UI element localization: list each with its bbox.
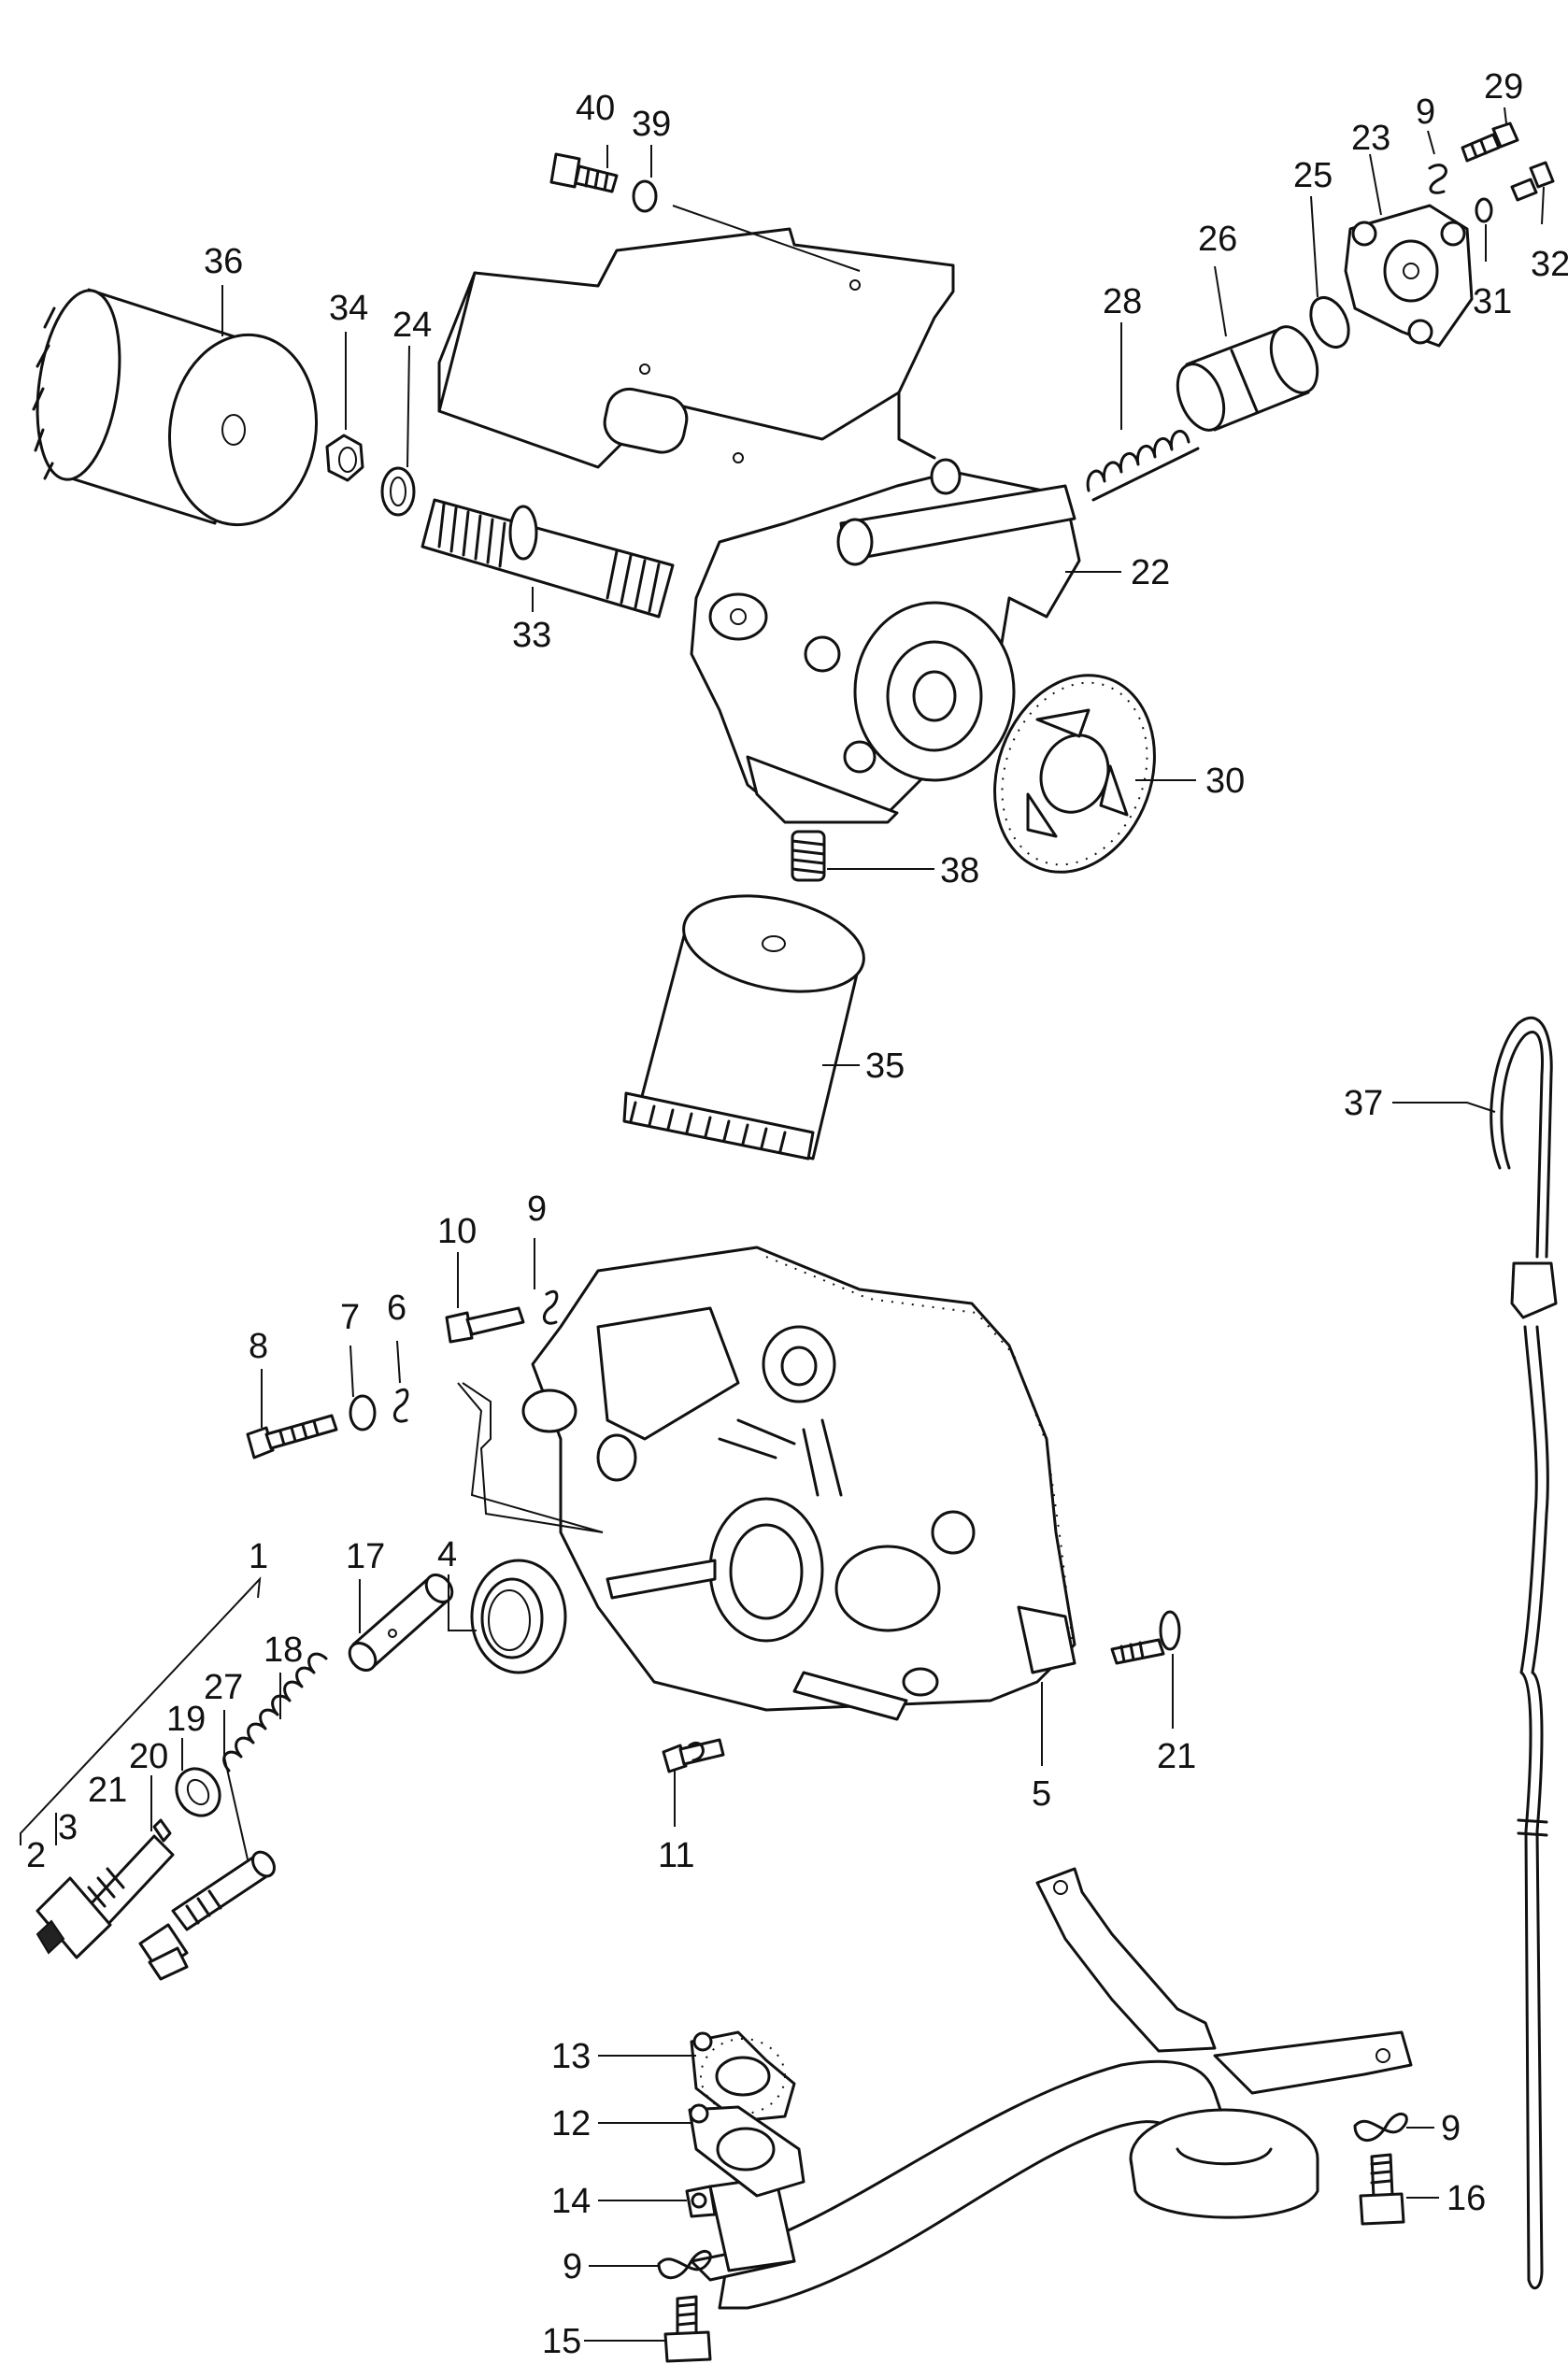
callout-5: 5: [1032, 1774, 1051, 1814]
callout-27: 27: [204, 1668, 243, 1707]
callout-9-mid: 9: [527, 1189, 547, 1229]
cover-23: [1344, 204, 1474, 348]
washer-7: [349, 1394, 377, 1431]
screw-21: [1110, 1610, 1181, 1665]
callout-38: 38: [940, 851, 979, 890]
lock-washer-9-lower-right: [1353, 2112, 1408, 2143]
oil-pickup-pipe: [690, 1867, 1413, 2310]
lock-washer-9-lower-left: [657, 2249, 712, 2280]
seal-ring-19: [175, 1767, 221, 1817]
seal-ring-25: [1309, 296, 1350, 349]
bolt-11: [662, 1738, 725, 1773]
callout-3: 3: [58, 1808, 78, 1847]
callout-7: 7: [340, 1298, 360, 1337]
callout-9-lower-left: 9: [563, 2247, 582, 2286]
callout-11: 11: [658, 1836, 694, 1875]
callout-40: 40: [576, 89, 615, 128]
callout-31: 31: [1473, 282, 1512, 321]
callout-25: 25: [1293, 156, 1333, 195]
cylinder-block: [437, 227, 955, 469]
callout-14: 14: [551, 2182, 591, 2221]
tube-flange-14: [685, 2185, 717, 2218]
bolt-32: [1510, 161, 1555, 202]
bolt-29: [1461, 121, 1519, 163]
callout-30: 30: [1205, 762, 1245, 801]
bolt-16: [1359, 2153, 1405, 2226]
callout-34: 34: [329, 289, 368, 328]
callout-22: 22: [1131, 553, 1170, 592]
dipstick-37: [1490, 1016, 1558, 2290]
callout-1: 1: [249, 1537, 268, 1576]
stud-38: [791, 830, 826, 882]
oil-seal-4: [470, 1559, 567, 1674]
callout-9-lower-right: 9: [1441, 2109, 1461, 2148]
callout-9-top: 9: [1416, 93, 1435, 132]
callout-24: 24: [392, 306, 432, 345]
leader-lines: [20, 107, 1545, 2342]
callout-12: 12: [551, 2104, 591, 2143]
callout-21-right: 21: [1157, 1737, 1196, 1776]
callout-21-left: 21: [88, 1771, 127, 1810]
callout-32: 32: [1531, 245, 1568, 284]
front-cover-1: [521, 1246, 1076, 1721]
bolt-10: [445, 1306, 525, 1344]
spring-washer-9-top: [1428, 164, 1447, 194]
callout-33: 33: [512, 616, 551, 655]
callout-18: 18: [264, 1631, 303, 1670]
callout-4: 4: [437, 1535, 457, 1574]
callout-29: 29: [1484, 67, 1523, 107]
callout-labels: 40 39 36 34 24 33 22 28 26 25 23 9 29 32…: [26, 67, 1568, 2361]
spring-18: [222, 1652, 328, 1773]
callout-20: 20: [129, 1737, 168, 1776]
threaded-pipe-33: [421, 498, 675, 619]
spring-washer-6: [392, 1388, 409, 1423]
callout-23: 23: [1351, 119, 1390, 158]
spring-28: [1086, 429, 1200, 502]
washer-39: [632, 179, 658, 213]
callout-28: 28: [1103, 282, 1142, 321]
oil-pressure-switch-20: [36, 1818, 175, 1959]
callout-36: 36: [204, 242, 243, 281]
spring-washer-9-mid: [542, 1289, 559, 1325]
callout-35: 35: [865, 1047, 905, 1086]
seal-ring-24: [380, 466, 416, 517]
oil-filter-36: [32, 288, 319, 527]
callout-2: 2: [26, 1836, 46, 1875]
callout-39: 39: [632, 105, 671, 144]
oil-filter-35: [622, 894, 865, 1161]
bolt-15: [663, 2295, 712, 2363]
flange-12: [688, 2103, 805, 2198]
callout-13: 13: [551, 2037, 591, 2076]
callout-8: 8: [249, 1327, 268, 1366]
callout-16: 16: [1447, 2179, 1486, 2218]
callout-26: 26: [1198, 220, 1237, 259]
plug-27: [138, 1850, 276, 1981]
callout-15: 15: [542, 2322, 581, 2361]
callout-10: 10: [437, 1212, 477, 1251]
oil-pump-housing-22: [690, 458, 1081, 824]
nut-34: [325, 434, 364, 482]
callout-19: 19: [166, 1700, 206, 1739]
bolt-8: [246, 1414, 338, 1460]
plunger-26: [1176, 325, 1319, 432]
callout-6: 6: [387, 1289, 406, 1328]
gasket-13: [690, 2030, 796, 2123]
callout-17: 17: [346, 1537, 385, 1576]
callout-37: 37: [1344, 1084, 1383, 1123]
pump-gasket-30: [993, 674, 1156, 874]
pin-17: [348, 1574, 454, 1672]
bolt-40: [549, 152, 619, 193]
ring-31: [1475, 197, 1493, 223]
